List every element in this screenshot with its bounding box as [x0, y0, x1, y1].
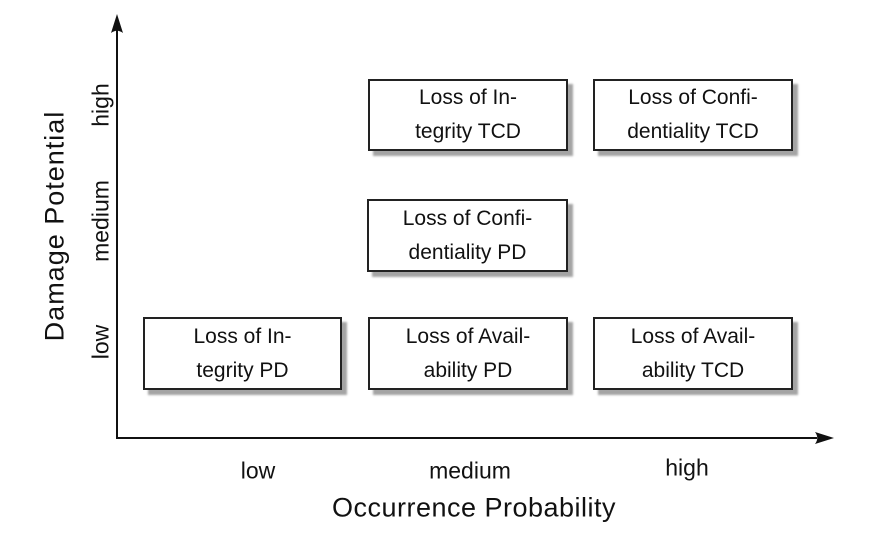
node-loss-of-availability-pd: Loss of Avail- ability PD — [368, 317, 568, 390]
y-axis-label: Damage Potential — [39, 110, 70, 342]
node-label-line2: ability PD — [423, 358, 513, 382]
node-loss-of-integrity-pd: Loss of In- tegrity PD — [143, 317, 342, 390]
node-label-line2: dentiality TCD — [627, 120, 759, 143]
node-label-line1: Loss of Avail- — [405, 324, 531, 348]
node-label-line1: Loss of In- — [418, 86, 518, 109]
y-tick-medium: medium — [87, 180, 114, 262]
y-tick-high: high — [87, 83, 114, 127]
node-loss-of-availability-tcd: Loss of Avail- ability TCD — [593, 317, 793, 390]
x-axis-arrow — [815, 432, 834, 444]
x-tick-low: low — [240, 457, 276, 484]
node-label-line2: tegrity TCD — [415, 120, 521, 143]
node-label-line1: Loss of In- — [193, 324, 292, 348]
node-label-line2: ability TCD — [641, 358, 745, 382]
node-label-line1: Loss of Confi- — [402, 206, 533, 230]
node-label-line1: Loss of Avail- — [630, 324, 756, 348]
node-loss-of-confidentiality-tcd: Loss of Confi- dentiality TCD — [593, 79, 793, 151]
y-tick-low: low — [87, 324, 114, 360]
x-tick-high: high — [665, 454, 709, 481]
x-tick-medium: medium — [429, 457, 511, 484]
node-loss-of-integrity-tcd: Loss of In- tegrity TCD — [368, 79, 568, 151]
y-axis-arrow — [111, 14, 123, 33]
node-label-line2: dentiality PD — [408, 240, 527, 264]
node-label-line1: Loss of Confi- — [628, 86, 758, 109]
node-loss-of-confidentiality-pd: Loss of Confi- dentiality PD — [367, 199, 568, 272]
x-axis-label: Occurrence Probability — [331, 492, 617, 523]
node-label-line2: tegrity PD — [196, 358, 289, 382]
